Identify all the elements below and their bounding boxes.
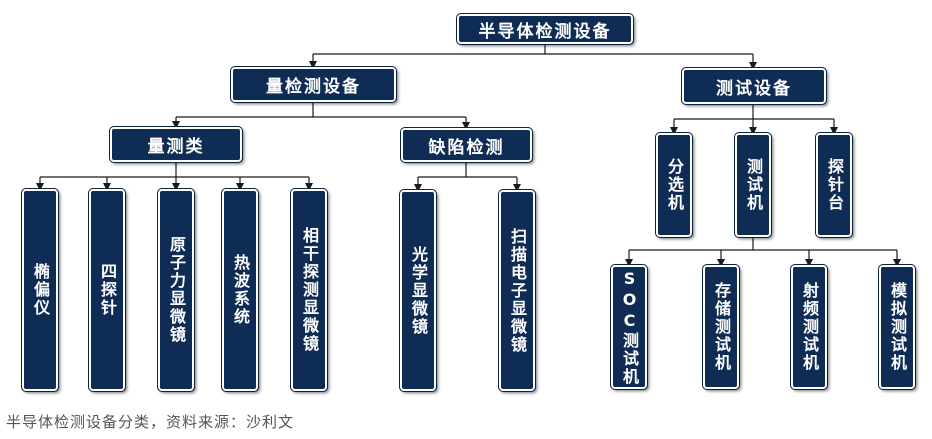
metrology-node-label: 量检测设备 bbox=[266, 77, 361, 97]
tester-leaf-label: SOC测试机 bbox=[620, 268, 639, 386]
measurement-node-label: 量测类 bbox=[147, 137, 205, 157]
metrology-node: 量检测设备 bbox=[230, 66, 397, 103]
sorter-node-label: 分选机 bbox=[665, 158, 684, 212]
defect-leaf: 光学显微镜 bbox=[399, 189, 437, 392]
prober-node-label: 探针台 bbox=[825, 158, 844, 212]
tester-leaf-label: 模拟测试机 bbox=[888, 282, 907, 372]
tester-node-label: 测试机 bbox=[744, 158, 763, 212]
measurement-node: 量测类 bbox=[109, 126, 243, 163]
measurement-leaf: 相干探测显微镜 bbox=[290, 188, 328, 392]
defect-node-label: 缺陷检测 bbox=[428, 137, 505, 158]
root-node-label: 半导体检测设备 bbox=[478, 21, 612, 42]
measurement-leaf: 四探针 bbox=[88, 188, 126, 392]
test-node-label: 测试设备 bbox=[716, 78, 792, 99]
tester-leaf: SOC测试机 bbox=[610, 264, 648, 390]
tester-leaf: 存储测试机 bbox=[702, 264, 740, 390]
root-node: 半导体检测设备 bbox=[456, 13, 634, 45]
tester-node: 测试机 bbox=[734, 132, 772, 238]
prober-node: 探针台 bbox=[815, 132, 853, 238]
defect-leaf: 扫描电子显微镜 bbox=[498, 189, 536, 392]
measurement-leaf-label: 四探针 bbox=[98, 263, 117, 317]
sorter-node: 分选机 bbox=[655, 132, 693, 238]
measurement-leaf: 椭偏仪 bbox=[21, 188, 59, 392]
measurement-leaf: 热波系统 bbox=[221, 188, 259, 392]
defect-leaf-label: 光学显微镜 bbox=[409, 245, 428, 336]
tester-leaf: 射频测试机 bbox=[790, 264, 828, 390]
defect-node: 缺陷检测 bbox=[400, 127, 533, 163]
measurement-leaf-label: 原子力显微镜 bbox=[167, 236, 186, 344]
tester-leaf-label: 射频测试机 bbox=[800, 282, 819, 372]
defect-leaf-label: 扫描电子显微镜 bbox=[508, 227, 527, 354]
tester-leaf: 模拟测试机 bbox=[878, 264, 916, 390]
measurement-leaf: 原子力显微镜 bbox=[157, 188, 195, 392]
measurement-leaf-label: 热波系统 bbox=[231, 254, 250, 326]
measurement-leaf-label: 相干探测显微镜 bbox=[300, 227, 319, 353]
measurement-leaf-label: 椭偏仪 bbox=[31, 263, 50, 317]
tester-leaf-label: 存储测试机 bbox=[712, 282, 731, 372]
test-node: 测试设备 bbox=[681, 67, 827, 105]
source-caption: 半导体检测设备分类，资料来源：沙利文 bbox=[6, 413, 295, 431]
